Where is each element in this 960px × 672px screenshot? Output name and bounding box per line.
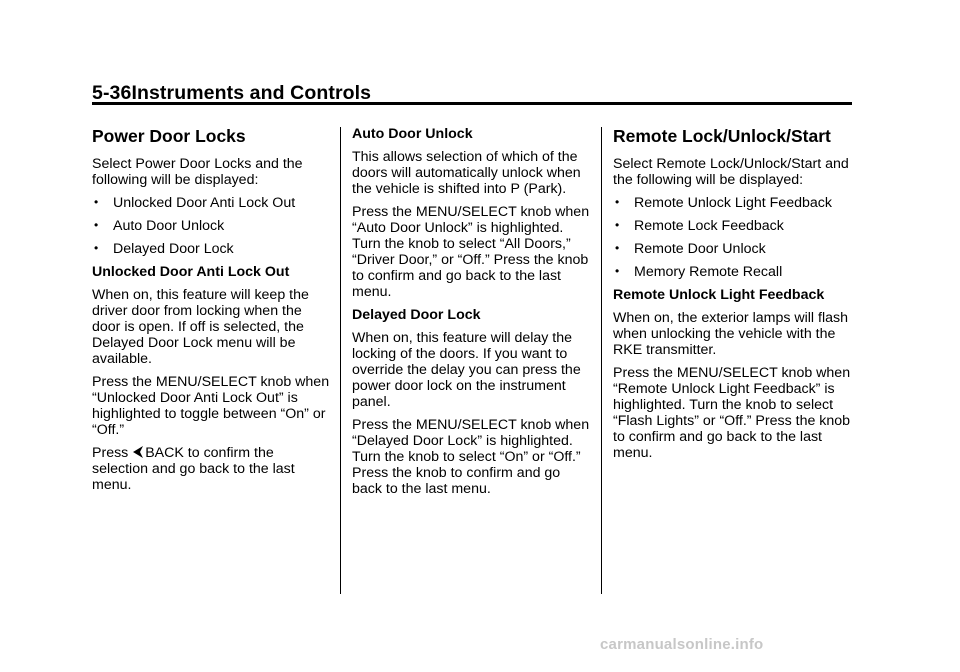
bullet-icon: •	[94, 241, 99, 255]
list-item: •Delayed Door Lock	[94, 241, 234, 257]
bullet-icon: •	[615, 264, 620, 278]
list-item: •Remote Unlock Light Feedback	[615, 195, 832, 211]
list-item: •Unlocked Door Anti Lock Out	[94, 195, 296, 211]
subheading: Auto Door Unlock	[352, 126, 473, 142]
intro-text: Select Remote Lock/Unlock/Start and the …	[613, 156, 849, 188]
column-2: Auto Door Unlock This allows selection o…	[352, 126, 592, 504]
column-divider	[601, 127, 602, 594]
section-title: Instruments and Controls	[131, 82, 372, 104]
list-item: •Remote Lock Feedback	[615, 218, 784, 234]
watermark: carmanualsonline.info	[600, 636, 764, 653]
page-number: 5-36	[92, 82, 132, 104]
bullet-icon: •	[615, 195, 620, 209]
page-header: 5-36Instruments and Controls	[92, 82, 852, 106]
remote-lock-unlock-start-heading: Remote Lock/Unlock/Start	[613, 126, 831, 146]
column-divider	[340, 127, 341, 594]
paragraph: This allows selection of which of the do…	[352, 149, 581, 197]
subheading: Delayed Door Lock	[352, 307, 481, 323]
paragraph: Press the MENU/SELECT knob when “Auto Do…	[352, 204, 590, 300]
intro-text: Select Power Door Locks and the followin…	[92, 156, 303, 188]
list-item: •Remote Door Unlock	[615, 241, 766, 257]
column-3: Remote Lock/Unlock/Start Select Remote L…	[613, 126, 859, 468]
column-1: Power Door Locks Select Power Door Locks…	[92, 126, 330, 500]
bullet-icon: •	[615, 218, 620, 232]
subheading: Unlocked Door Anti Lock Out	[92, 264, 290, 280]
remote-lock-list: •Remote Unlock Light Feedback •Remote Lo…	[613, 195, 859, 280]
paragraph: When on, this feature will keep the driv…	[92, 287, 309, 367]
paragraph: When on, this feature will delay the loc…	[352, 330, 581, 410]
paragraph: When on, the exterior lamps will flash w…	[613, 310, 848, 358]
paragraph: Press the MENU/SELECT knob when “Unlocke…	[92, 374, 330, 438]
subheading: Remote Unlock Light Feedback	[613, 287, 825, 303]
list-item: •Memory Remote Recall	[615, 264, 783, 280]
bullet-icon: •	[615, 241, 620, 255]
power-door-locks-heading: Power Door Locks	[92, 126, 246, 146]
list-item: •Auto Door Unlock	[94, 218, 225, 234]
paragraph: Press BACK to confirm the selection and …	[92, 445, 295, 493]
power-door-locks-list: •Unlocked Door Anti Lock Out •Auto Door …	[92, 195, 330, 257]
paragraph: Press the MENU/SELECT knob when “Remote …	[613, 365, 851, 461]
bullet-icon: •	[94, 195, 99, 209]
paragraph: Press the MENU/SELECT knob when “Delayed…	[352, 417, 590, 497]
bullet-icon: •	[94, 218, 99, 232]
header-rule	[92, 102, 852, 105]
back-arrow-icon	[133, 446, 144, 458]
